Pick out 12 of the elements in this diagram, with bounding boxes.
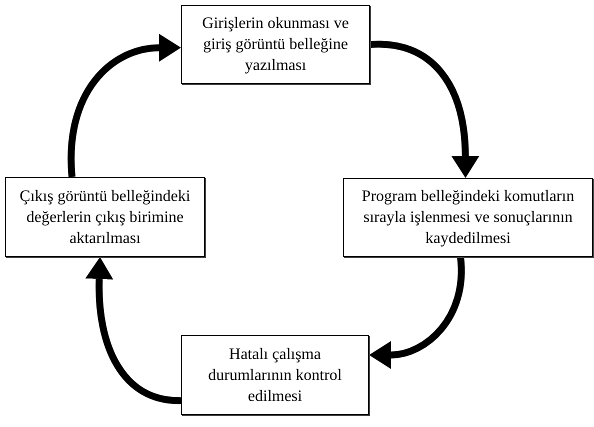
curved-arrow: [68, 34, 181, 178]
step-text: Girişlerin okunması ve giriş görüntü belleğine yazılması: [201, 14, 350, 76]
step-text: Program belleğindeki komutların sırayla işlenmesi ve sonuçlarının kaydedilmesi: [360, 187, 576, 249]
curved-arrow: [85, 256, 182, 404]
step-text: Hatalı çalışma durumlarının kontrol edilmesi: [207, 344, 343, 406]
process-box: [181, 335, 369, 415]
process-box: [181, 5, 370, 84]
curved-arrow: [369, 256, 465, 369]
process-box: [5, 177, 205, 257]
curved-arrow: [370, 40, 480, 178]
process-box: [343, 178, 593, 257]
step-text: Çıkış görüntü belleğindeki değerlerin çıkış birimine aktarılması: [18, 186, 192, 248]
